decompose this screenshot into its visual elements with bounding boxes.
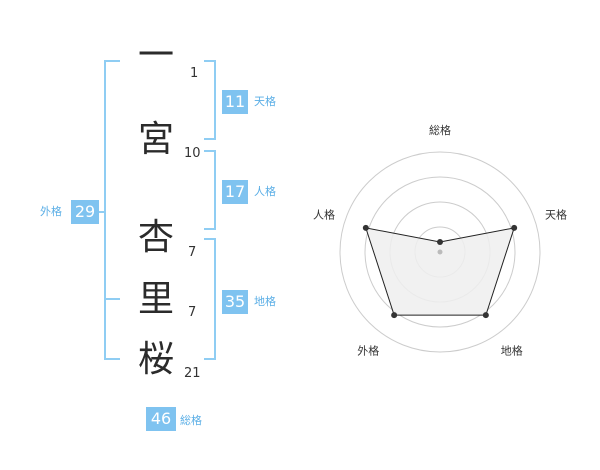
radar-point-3 <box>482 312 489 319</box>
chikaku-label: 地格 <box>254 295 276 308</box>
jinkaku-bracket-bottom <box>204 228 216 230</box>
radar-point-4 <box>391 312 398 319</box>
stroke-count-2: 10 <box>184 146 201 161</box>
tenkaku-bracket-top <box>204 60 216 62</box>
name-char-1: 一 <box>137 35 174 76</box>
gaikaku-connector <box>97 211 105 213</box>
radar-grid-ring <box>339 151 541 353</box>
tenkaku-bracket-vertical <box>214 60 216 140</box>
soukaku-badge: 46 <box>146 407 176 431</box>
name-char-4: 里 <box>137 279 174 320</box>
stroke-count-3: 7 <box>188 245 197 260</box>
chikaku-bracket-top <box>204 238 216 240</box>
chikaku-badge: 35 <box>222 290 248 314</box>
jinkaku-badge: 17 <box>222 180 248 204</box>
radar-point-1 <box>437 239 443 245</box>
radar-axis-label-3: 地格 <box>501 344 523 358</box>
gaikaku-bracket-bottom <box>104 358 120 360</box>
radar-grid-ring <box>364 176 516 328</box>
radar-point-5 <box>362 224 369 231</box>
radar-axis-label-2: 天格 <box>545 207 567 221</box>
gaikaku-bracket-vertical <box>104 60 106 360</box>
stroke-count-4: 7 <box>188 305 197 320</box>
radar-axis-label-5: 人格 <box>313 207 335 221</box>
tenkaku-label: 天格 <box>254 95 276 108</box>
gaikaku-bracket-top <box>104 60 120 62</box>
radar-axis-label-1: 総格 <box>429 123 451 137</box>
jinkaku-bracket-top <box>204 150 216 152</box>
chikaku-bracket-vertical <box>214 238 216 360</box>
jinkaku-bracket-vertical <box>214 150 216 230</box>
radar-point-2 <box>511 224 518 231</box>
chikaku-bracket-bottom <box>204 358 216 360</box>
name-char-5: 桜 <box>137 339 174 380</box>
radar-center-dot <box>437 249 443 255</box>
name-char-2: 宮 <box>137 119 174 160</box>
soukaku-label: 総格 <box>180 414 202 427</box>
gaikaku-label: 外格 <box>40 205 62 218</box>
gaikaku-badge: 29 <box>71 200 99 224</box>
radar-shape <box>362 224 518 319</box>
jinkaku-label: 人格 <box>254 185 276 198</box>
tenkaku-badge: 11 <box>222 90 248 114</box>
name-char-3: 杏 <box>137 217 174 258</box>
radar-polygon <box>365 227 515 316</box>
tenkaku-bracket-bottom <box>204 138 216 140</box>
stroke-count-1: 1 <box>190 66 199 81</box>
gaikaku-bracket-mid <box>104 298 120 300</box>
radar-axis-label-4: 外格 <box>357 344 379 358</box>
stroke-count-5: 21 <box>184 366 201 381</box>
